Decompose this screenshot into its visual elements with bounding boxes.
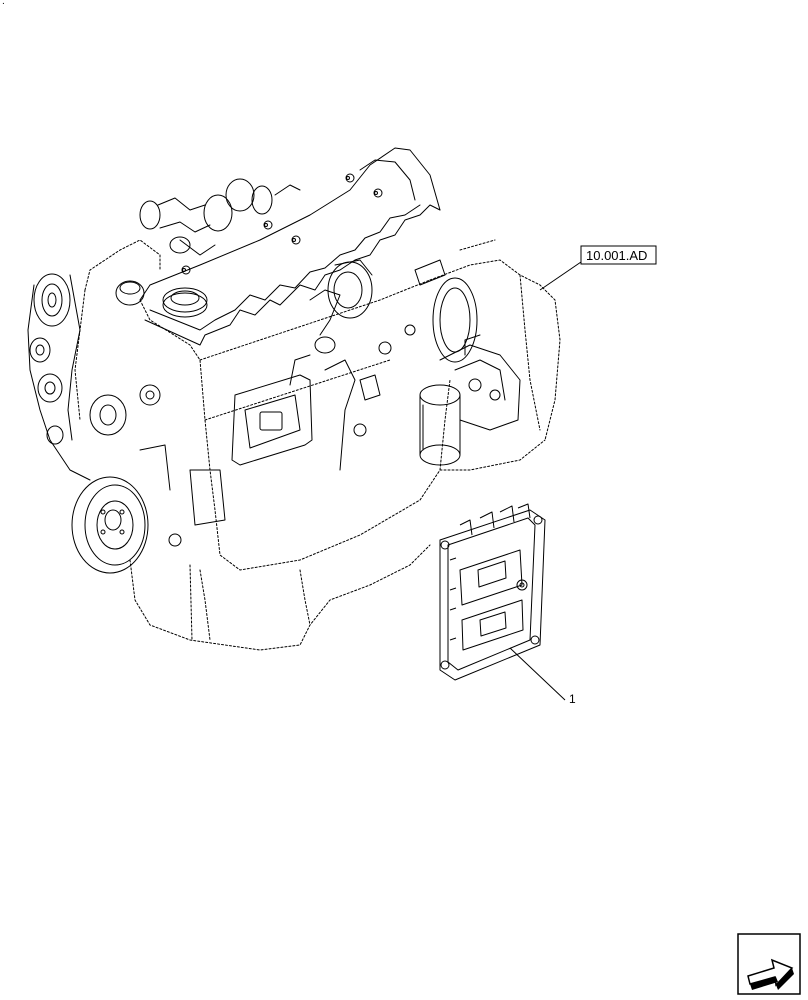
corner-mark: .: [2, 0, 5, 7]
reference-callout[interactable]: 10.001.AD: [539, 245, 657, 291]
housing-cover: [432, 277, 478, 363]
front-pulleys: [27, 273, 145, 481]
reference-leader-line: [539, 261, 582, 291]
engine-block: [74, 239, 546, 571]
item-number: 1: [569, 692, 576, 706]
side-fittings: [139, 259, 446, 547]
crankshaft-damper: [71, 476, 149, 574]
exhaust-manifold: [231, 354, 356, 471]
item-callout[interactable]: 1: [509, 647, 576, 706]
turbocharger: [309, 259, 373, 354]
flywheel-housing: [429, 239, 561, 471]
fuel-filter: [419, 384, 461, 466]
fuel-pump: [439, 334, 521, 431]
next-page-arrow-icon[interactable]: [737, 933, 801, 995]
valve-cover-bolts: [181, 173, 383, 275]
valve-cover: [139, 147, 441, 346]
reference-label-box: [580, 245, 657, 265]
oil-pan: [129, 544, 431, 651]
engine-control-unit: [439, 503, 546, 681]
oil-filler-cap: [162, 287, 208, 318]
reference-label: 10.001.AD: [586, 248, 647, 263]
engine-assembly: [27, 147, 561, 651]
intake-hoses: [139, 178, 301, 256]
item-leader-line: [509, 647, 566, 701]
